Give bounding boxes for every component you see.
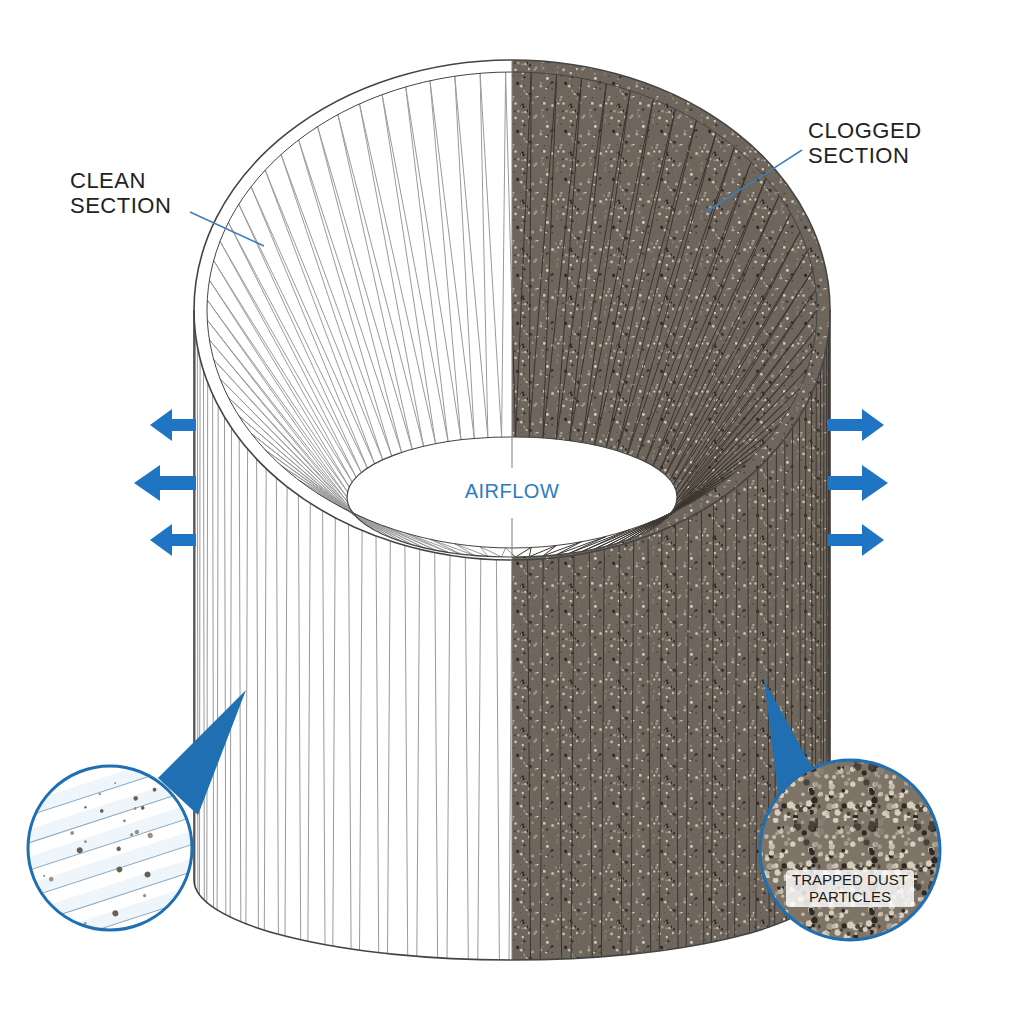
filter-body-clean <box>194 60 830 960</box>
airflow-label: AIRFLOW <box>452 480 572 503</box>
divider-line <box>512 60 513 960</box>
section-label: CLEAN SECTION <box>70 168 192 219</box>
leader-lines <box>190 150 802 246</box>
magnifier-pointers <box>158 680 812 815</box>
filter-outline <box>194 60 830 960</box>
magnifier-ring <box>28 766 192 930</box>
callout-text: TRAPPED DUST PARTICLES <box>786 870 914 907</box>
magnifier-circle <box>758 758 942 942</box>
dust-magnifier: TRAPPED DUST PARTICLES <box>758 758 942 942</box>
airflow-arrows <box>134 409 888 556</box>
section-label: CLOGGED SECTION <box>808 118 948 169</box>
clean-magnifier <box>0 705 277 1014</box>
clean-pleats <box>194 72 512 960</box>
